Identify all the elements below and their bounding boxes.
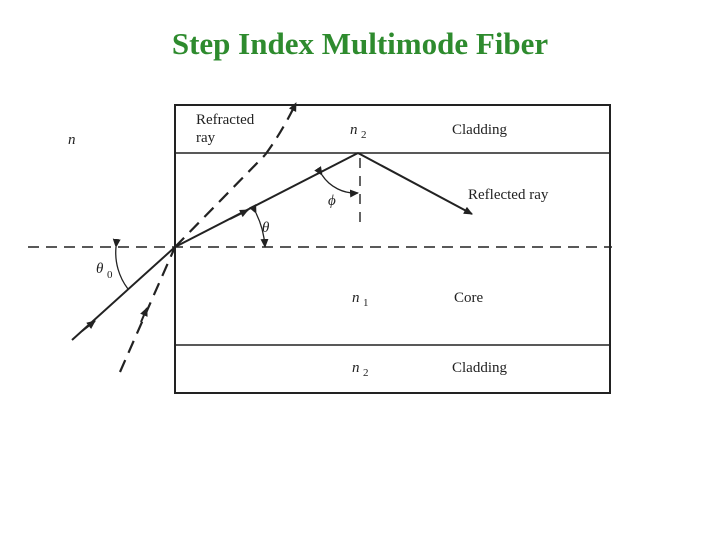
- reflected-ray: [357, 152, 473, 215]
- outer-medium-label: n: [68, 132, 76, 148]
- core-index-subscript: 1: [363, 297, 369, 309]
- top-cladding-label: Cladding: [452, 122, 507, 138]
- top-cladding-index-subscript: 2: [361, 129, 367, 141]
- core-label: Core: [454, 290, 484, 306]
- refracted-ray: [118, 246, 177, 373]
- incidence-angle-arc: [314, 166, 359, 198]
- acceptance-angle-label: θ: [96, 261, 104, 277]
- refracted-ray-arrow-lower: [140, 307, 148, 323]
- reflected-ray-label: Reflected ray: [468, 187, 549, 203]
- incidence-angle-label: ϕ: [328, 193, 336, 209]
- incident-ray-arrow: [81, 320, 96, 332]
- bottom-cladding-label: Cladding: [452, 360, 507, 376]
- page-title: Step Index Multimode Fiber: [171, 26, 549, 61]
- refracted-ray-label-line2: ray: [196, 130, 216, 146]
- acceptance-angle-subscript: 0: [107, 269, 113, 281]
- acceptance-angle-arc: [112, 238, 129, 290]
- refracted-ray-label-line1: Refracted: [196, 112, 255, 128]
- internal-angle-arc: [248, 204, 269, 248]
- internal-angle-label: θ: [262, 220, 270, 236]
- bottom-cladding-index: n: [352, 360, 360, 376]
- bottom-cladding-index-subscript: 2: [363, 367, 369, 379]
- guided-ray-arrow: [229, 209, 249, 220]
- core-index: n: [352, 290, 360, 306]
- refracted-ray-cladding: [264, 102, 297, 156]
- fiber-outline: [174, 104, 611, 394]
- top-cladding-index: n: [350, 122, 358, 138]
- refracted-ray-core: [174, 154, 266, 248]
